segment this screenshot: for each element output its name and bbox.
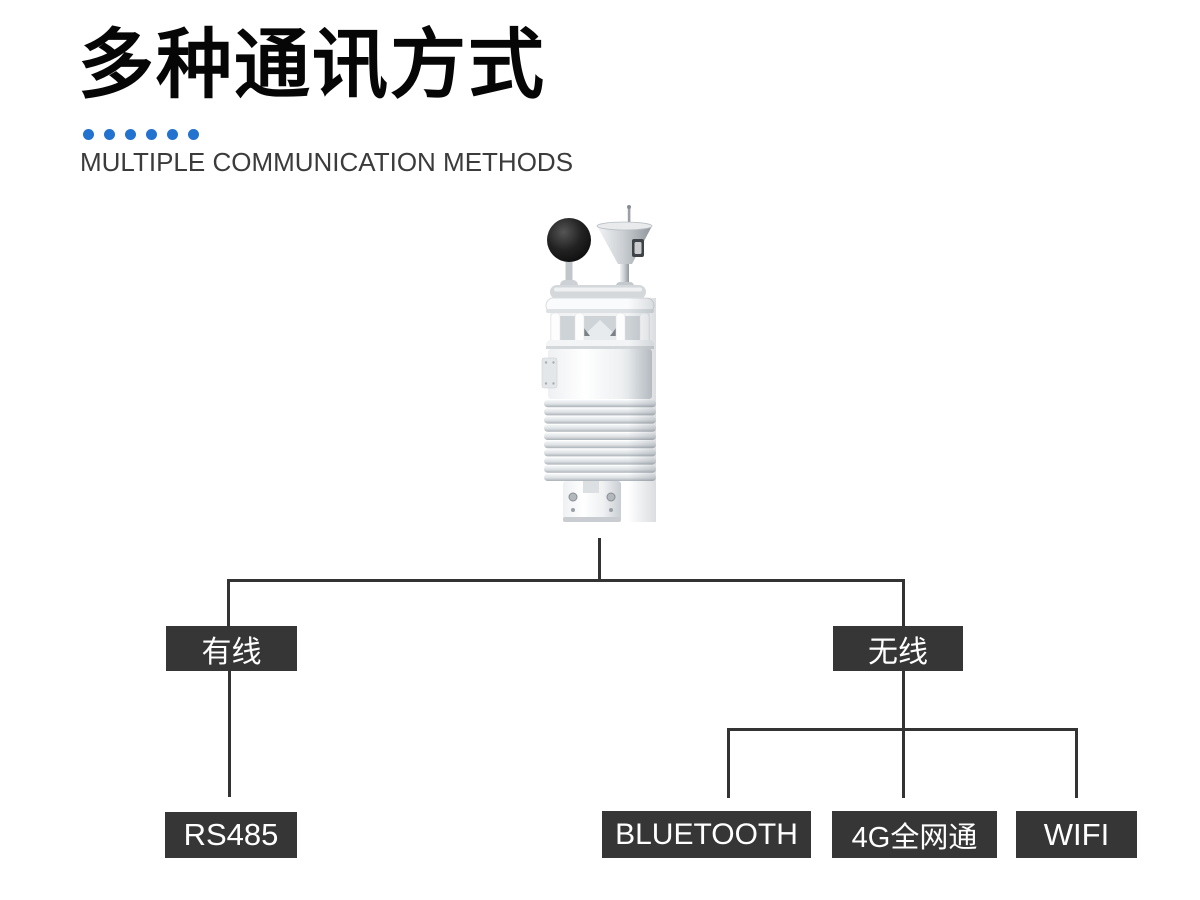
accent-dot bbox=[146, 129, 157, 140]
connector-root-stem bbox=[598, 538, 601, 581]
connector-level1-horizontal bbox=[227, 579, 905, 582]
connector-drop-wired bbox=[227, 579, 230, 626]
connector-drop-bluetooth bbox=[727, 728, 730, 798]
page-title: 多种通讯方式 bbox=[78, 23, 546, 108]
accent-dot bbox=[167, 129, 178, 140]
accent-dot bbox=[188, 129, 199, 140]
node-4g: 4G全网通 bbox=[832, 811, 997, 858]
sensor-arm bbox=[550, 280, 646, 300]
node-wired: 有线 bbox=[166, 626, 297, 671]
accent-dot bbox=[125, 129, 136, 140]
accent-dot bbox=[83, 129, 94, 140]
accent-dots bbox=[83, 129, 199, 140]
node-wireless: 无线 bbox=[833, 626, 963, 671]
weather-station-image bbox=[541, 205, 656, 522]
node-rs485: RS485 bbox=[165, 812, 297, 858]
connector-drop-wifi bbox=[1075, 728, 1078, 798]
connector-wireless-stem bbox=[902, 670, 905, 731]
page-subtitle: MULTIPLE COMMUNICATION METHODS bbox=[80, 147, 574, 177]
connector-drop-wireless bbox=[902, 579, 905, 626]
connector-drop-4g bbox=[902, 728, 905, 798]
rain-gauge bbox=[596, 205, 653, 288]
black-globe-sensor bbox=[547, 218, 591, 290]
accent-dot bbox=[104, 129, 115, 140]
node-bluetooth: BLUETOOTH bbox=[602, 811, 811, 858]
connector-wired-to-rs485 bbox=[228, 671, 231, 797]
node-wifi: WIFI bbox=[1016, 811, 1137, 858]
